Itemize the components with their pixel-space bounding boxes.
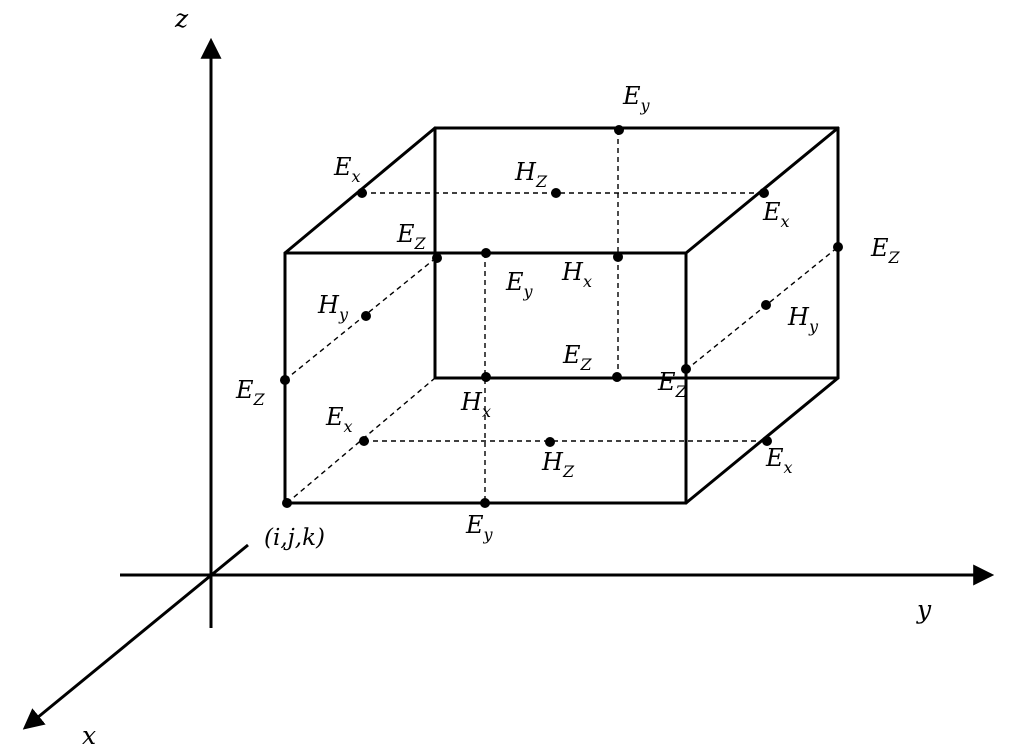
field-labels: Ey Ex HZ Ex EZ EZ Ey Hx Hy Hy EZ EZ EZ H…	[235, 82, 901, 551]
label-hx-front: Hx	[460, 388, 491, 421]
z-axis-label: z	[174, 4, 189, 33]
point-hx-back	[613, 252, 623, 262]
dash-left-ez	[284, 256, 438, 381]
label-ey-front-top: Ey	[505, 268, 534, 301]
label-ey-top: Ey	[622, 82, 651, 115]
edge-bottom-right	[684, 376, 840, 505]
point-ez-front-right	[681, 364, 691, 374]
label-ez-front-top: EZ	[396, 220, 427, 253]
label-ez-front-right: EZ	[657, 368, 688, 401]
label-ex-top-left: Ex	[333, 153, 361, 186]
dashed-field-lines	[284, 130, 839, 504]
label-ex-top-right: Ex	[762, 198, 790, 231]
coordinate-axes: z y x	[22, 4, 995, 750]
point-hy-left	[361, 311, 371, 321]
label-ez-right-top: EZ	[870, 234, 901, 267]
label-ez-back-bottom: EZ	[562, 341, 593, 374]
point-ex-top-left	[357, 188, 367, 198]
field-points	[280, 125, 843, 508]
point-hz-top	[551, 188, 561, 198]
point-ez-front-top	[432, 253, 442, 263]
point-hy-right	[761, 300, 771, 310]
point-ey-bottom	[480, 498, 490, 508]
y-axis-label: y	[916, 595, 932, 624]
point-ey-front-top	[481, 248, 491, 258]
label-hz-bottom: HZ	[541, 448, 575, 481]
point-ez-left	[280, 375, 290, 385]
x-axis	[22, 543, 249, 730]
label-ez-front-left: EZ	[235, 376, 266, 409]
point-hz-bottom	[545, 437, 555, 447]
point-ex-bottom-right	[762, 436, 772, 446]
point-ex-top-right	[759, 188, 769, 198]
label-hx-back: Hx	[561, 258, 592, 291]
dash-right-ez	[685, 246, 839, 371]
label-ey-bottom: Ey	[465, 511, 494, 544]
label-hz-top: HZ	[514, 158, 548, 191]
point-ey-top	[614, 125, 624, 135]
x-axis-label: x	[82, 721, 96, 750]
label-ex-bottom-left: Ex	[325, 403, 353, 436]
point-ez-right-top	[833, 242, 843, 252]
label-ex-bottom-right: Ex	[765, 444, 793, 477]
point-ez-back-bottom	[612, 372, 622, 382]
point-ex-bottom-left	[359, 436, 369, 446]
corner-index-label: (i,j,k)	[264, 525, 325, 551]
point-hx-front	[481, 372, 491, 382]
point-origin-corner	[282, 498, 292, 508]
label-hy-right: Hy	[787, 303, 819, 336]
label-hy-left: Hy	[317, 291, 349, 324]
